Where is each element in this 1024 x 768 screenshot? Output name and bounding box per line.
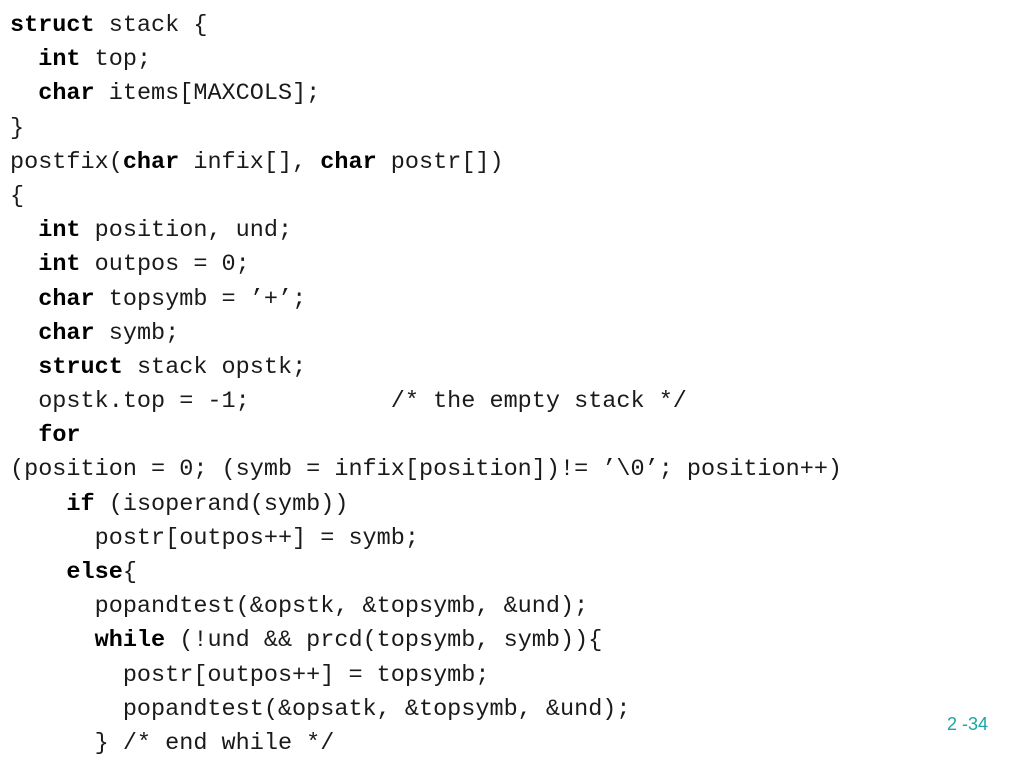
code-keyword: int	[38, 217, 81, 245]
code-text	[10, 217, 38, 244]
code-keyword: if	[66, 490, 95, 518]
code-text: popandtest(&opstk, &topsymb, &und);	[10, 593, 589, 621]
code-line: while (!und && prcd(topsymb, symb)){	[10, 624, 842, 658]
code-line: postr[outpos++] = symb;	[10, 522, 842, 556]
code-text: }	[10, 114, 25, 142]
code-text	[10, 559, 66, 586]
code-text: } /* end while */	[10, 729, 335, 757]
code-line: for	[10, 419, 842, 453]
code-line: popandtest(&opstk, &topsymb, &und);	[10, 590, 842, 624]
code-text: items[MAXCOLS];	[94, 80, 321, 108]
code-text: postr[outpos++] = topsymb;	[10, 661, 490, 689]
code-line: struct stack opstk;	[10, 351, 842, 385]
code-text: infix[],	[179, 148, 321, 176]
code-line: popandtest(&opsatk, &topsymb, &und);	[10, 693, 842, 727]
code-text: top;	[80, 46, 152, 74]
code-text: postr[])	[376, 148, 504, 176]
code-line: struct stack {	[10, 9, 842, 43]
code-text: (isoperand(symb))	[94, 490, 349, 518]
code-keyword: char	[320, 148, 377, 176]
code-keyword: struct	[10, 12, 95, 39]
code-text	[10, 251, 38, 278]
code-text: outpos = 0;	[80, 251, 250, 279]
code-line: char symb;	[10, 317, 842, 351]
code-line: postr[outpos++] = topsymb;	[10, 659, 842, 693]
code-line: {	[10, 180, 842, 214]
code-text: (position = 0; (symb = infix[position])!…	[10, 456, 843, 484]
code-text: stack {	[94, 12, 208, 39]
code-keyword: int	[38, 46, 81, 74]
code-text: topsymb = ’+’;	[94, 285, 307, 313]
code-line: postfix(char infix[], char postr[])	[10, 146, 842, 180]
code-text: stack opstk;	[122, 353, 307, 381]
code-text	[10, 627, 95, 654]
code-line: int top;	[10, 43, 842, 77]
code-line: if (isoperand(symb))	[10, 488, 842, 522]
code-keyword: char	[38, 80, 95, 108]
code-keyword: char	[38, 319, 95, 347]
code-text	[10, 80, 38, 107]
code-line: opstk.top = -1; /* the empty stack */	[10, 385, 842, 419]
code-keyword: while	[94, 627, 166, 655]
code-keyword: char	[122, 148, 180, 176]
code-text: postfix(	[10, 148, 123, 176]
code-text	[10, 491, 66, 518]
code-line: } /* end while */	[10, 727, 842, 761]
code-text	[10, 320, 38, 347]
code-text	[10, 354, 38, 381]
code-text: opstk.top = -1; /* the empty stack */	[10, 388, 687, 416]
code-line: else{	[10, 556, 842, 590]
code-text	[10, 422, 38, 449]
code-text: {	[10, 182, 25, 210]
code-line: char topsymb = ’+’;	[10, 283, 842, 317]
code-line: int outpos = 0;	[10, 248, 842, 282]
code-text: postr[outpos++] = symb;	[10, 524, 419, 552]
code-line: int position, und;	[10, 214, 842, 248]
page-number: 2 -34	[946, 714, 988, 734]
code-listing: struct stack { int top; char items[MAXCO…	[10, 9, 842, 761]
code-keyword: char	[38, 285, 95, 313]
code-keyword: for	[38, 422, 81, 450]
code-text: (!und && prcd(topsymb, symb)){	[165, 627, 603, 655]
code-text: {	[122, 559, 137, 586]
code-keyword: int	[38, 251, 81, 279]
code-line: (position = 0; (symb = infix[position])!…	[10, 453, 842, 487]
code-keyword: else	[66, 559, 123, 586]
code-text: symb;	[94, 319, 180, 347]
code-text	[10, 286, 38, 313]
code-line: char items[MAXCOLS];	[10, 77, 842, 111]
code-text: popandtest(&opsatk, &topsymb, &und);	[10, 695, 631, 723]
code-text	[10, 46, 38, 73]
code-keyword: struct	[38, 353, 123, 381]
code-line: }	[10, 112, 842, 146]
code-text: position, und;	[80, 217, 293, 245]
